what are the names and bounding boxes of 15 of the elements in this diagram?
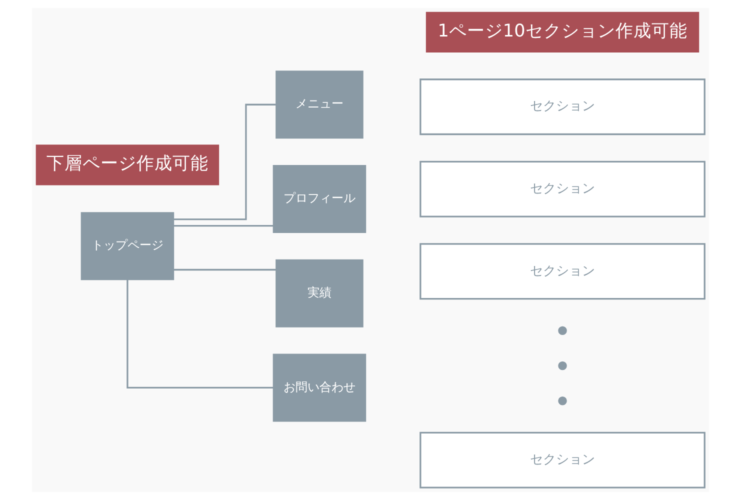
node-box: 下層ページ作成可能	[35, 144, 219, 186]
connector	[126, 280, 272, 389]
node-box: セクション	[419, 243, 705, 300]
connector	[173, 268, 276, 271]
node-box: お問い合わせ	[272, 354, 366, 422]
node-box: トップページ	[80, 212, 174, 280]
connector	[173, 225, 273, 227]
node-box: セクション	[419, 432, 705, 488]
node-box: セクション	[419, 78, 705, 136]
node-box: セクション	[419, 160, 705, 218]
node-box: メニュー	[275, 70, 363, 139]
node-box: プロフィール	[272, 164, 366, 233]
node-box: 1ページ10セクション作成可能	[425, 12, 699, 52]
node-box: 実績	[275, 259, 363, 328]
connector	[173, 104, 276, 220]
